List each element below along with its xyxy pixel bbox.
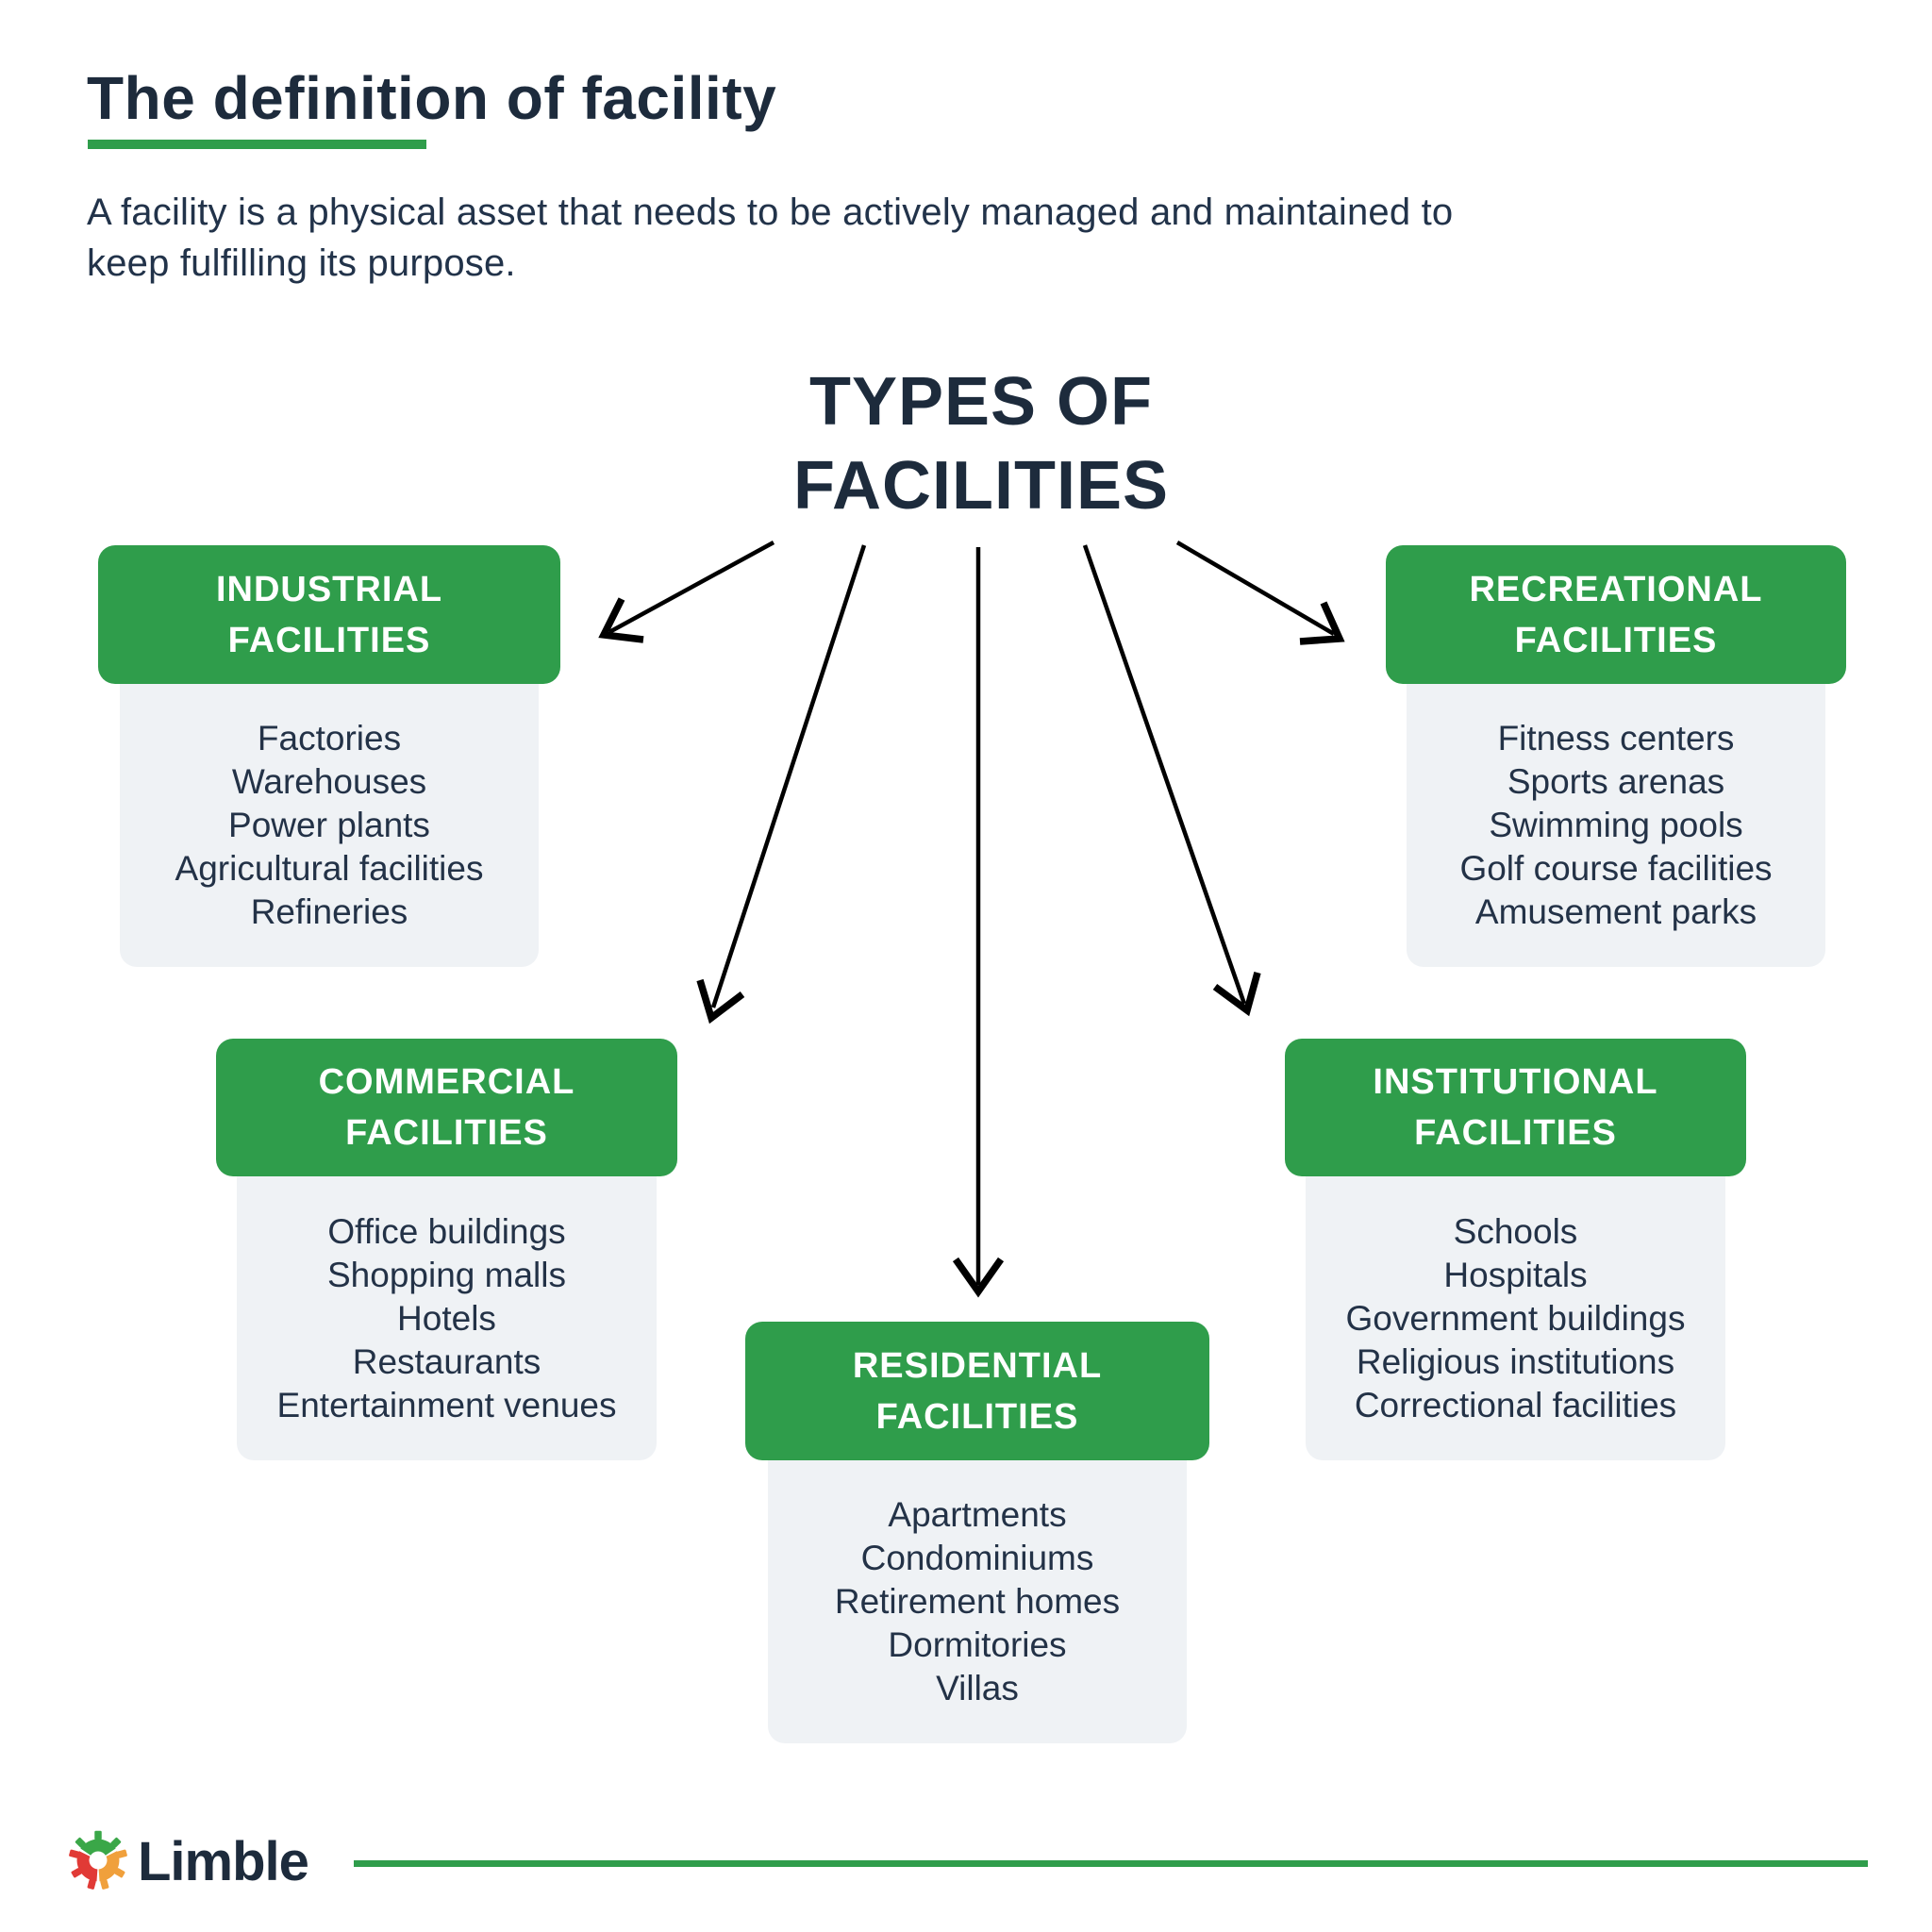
intro-text: A facility is a physical asset that need…	[87, 187, 1841, 289]
limble-wordmark: Limble	[138, 1831, 309, 1892]
category-header-industrial: INDUSTRIAL FACILITIES	[98, 545, 560, 684]
category-panel-institutional: Schools Hospitals Government buildings R…	[1306, 1158, 1725, 1460]
footer-divider-line	[354, 1860, 1868, 1867]
arrow-to-recreational	[1175, 541, 1345, 645]
list-item: Hospitals	[1443, 1255, 1588, 1294]
category-title: INDUSTRIAL FACILITIES	[215, 569, 443, 660]
arrow-to-commercial	[696, 544, 867, 1024]
category-title: INSTITUTIONAL FACILITIES	[1373, 1062, 1658, 1153]
arrow-to-institutional	[1082, 544, 1261, 1017]
category-panel-residential: Apartments Condominiums Retirement homes…	[768, 1441, 1187, 1743]
diagram-title: TYPES OF FACILITIES	[792, 364, 1170, 524]
list-item: Dormitories	[888, 1625, 1067, 1664]
category-header-recreational: RECREATIONAL FACILITIES	[1386, 545, 1846, 684]
category-panel-commercial: Office buildings Shopping malls Hotels R…	[237, 1158, 657, 1460]
page-title: The definition of facility	[87, 64, 777, 132]
list-item: Sports arenas	[1507, 762, 1725, 801]
list-item: Government buildings	[1345, 1298, 1686, 1338]
category-title: RESIDENTIAL FACILITIES	[852, 1345, 1103, 1437]
category-header-commercial: COMMERCIAL FACILITIES	[216, 1039, 677, 1176]
category-header-institutional: INSTITUTIONAL FACILITIES	[1285, 1039, 1746, 1176]
list-item: Schools	[1453, 1211, 1578, 1251]
category-panel-industrial: Factories Warehouses Power plants Agricu…	[120, 665, 539, 967]
list-item: Office buildings	[327, 1211, 566, 1251]
list-item: Religious institutions	[1356, 1341, 1675, 1381]
list-item: Refineries	[250, 892, 408, 931]
list-item: Swimming pools	[1489, 806, 1743, 844]
list-item: Factories	[257, 719, 402, 758]
list-item: Fitness centers	[1497, 719, 1735, 758]
list-item: Villas	[936, 1669, 1019, 1707]
list-item: Apartments	[888, 1495, 1067, 1534]
category-panel-recreational: Fitness centers Sports arenas Swimming p…	[1407, 665, 1825, 967]
list-item: Restaurants	[352, 1341, 541, 1381]
list-item: Power plants	[228, 806, 430, 844]
title-underline	[88, 140, 426, 149]
category-header-residential: RESIDENTIAL FACILITIES	[745, 1322, 1209, 1460]
arrow-to-residential	[952, 547, 1005, 1298]
arrow-to-industrial	[598, 541, 775, 643]
limble-gear-icon	[66, 1830, 130, 1892]
list-item: Retirement homes	[834, 1582, 1121, 1621]
intro-line-2: keep fulfilling its purpose.	[87, 242, 516, 284]
list-item: Hotels	[397, 1298, 496, 1338]
intro-line-1: A facility is a physical asset that need…	[87, 192, 1454, 233]
list-item: Warehouses	[231, 762, 427, 801]
list-item: Shopping malls	[327, 1255, 566, 1294]
list-item: Entertainment venues	[276, 1385, 617, 1424]
category-title: RECREATIONAL FACILITIES	[1469, 569, 1763, 660]
category-title: COMMERCIAL FACILITIES	[318, 1062, 575, 1153]
footer: Limble	[0, 1821, 1932, 1906]
list-item: Condominiums	[860, 1539, 1094, 1577]
list-item: Agricultural facilities	[175, 849, 484, 888]
list-item: Golf course facilities	[1459, 849, 1773, 888]
list-item: Amusement parks	[1474, 892, 1757, 931]
list-item: Correctional facilities	[1354, 1385, 1677, 1424]
